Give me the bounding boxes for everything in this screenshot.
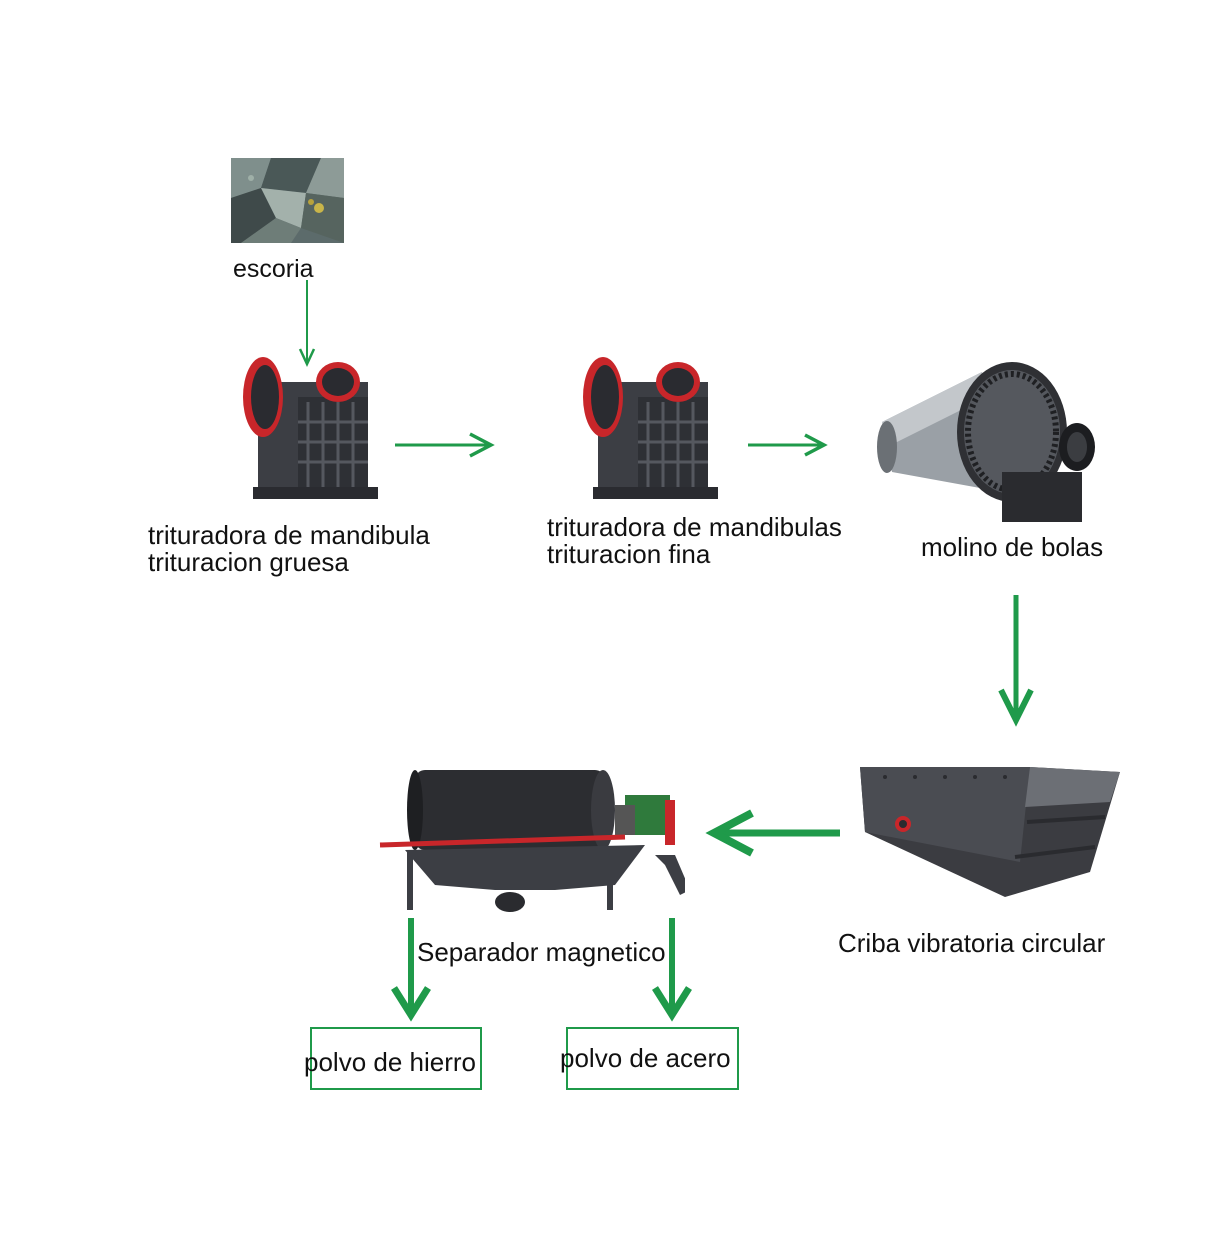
ball-mill-label: molino de bolas <box>921 532 1104 562</box>
iron-powder-box: polvo de hierro <box>304 1027 482 1090</box>
jaw-fine-line1: trituradora de mandibulas <box>547 512 842 542</box>
arrow-fine-to-mill <box>748 433 828 457</box>
arrow-separator-to-iron <box>391 918 431 1022</box>
jaw-coarse-line1: trituradora de mandibula <box>148 520 430 550</box>
ball-mill-image <box>877 362 1095 522</box>
arrow-mill-to-screen <box>998 595 1034 727</box>
arrow-separator-to-steel <box>652 918 692 1022</box>
jaw-fine-line2: trituracion fina <box>547 539 711 569</box>
jaw-coarse-line2: trituracion gruesa <box>148 547 349 577</box>
screen-label: Criba vibratoria circular <box>838 928 1106 958</box>
magnetic-separator-image <box>379 770 685 912</box>
arrow-escoria-to-jaw <box>298 280 316 367</box>
jaw-fine-label: trituradora de mandibulas trituracion fi… <box>547 514 842 568</box>
slag-rock-image <box>231 158 344 243</box>
iron-powder-label: polvo de hierro <box>304 1047 476 1077</box>
arrow-screen-to-separator <box>705 809 840 857</box>
escoria-label: escoria <box>233 255 314 283</box>
arrow-coarse-to-fine <box>395 432 495 458</box>
vibrating-screen-image <box>860 767 1120 897</box>
separator-label: Separador magnetico <box>417 937 666 967</box>
jaw-crusher-fine-image <box>583 357 718 499</box>
steel-powder-label: polvo de acero <box>560 1043 731 1073</box>
jaw-coarse-label: trituradora de mandibula trituracion gru… <box>148 522 430 576</box>
steel-powder-box: polvo de acero <box>560 1027 739 1090</box>
jaw-crusher-coarse-image <box>243 357 378 499</box>
